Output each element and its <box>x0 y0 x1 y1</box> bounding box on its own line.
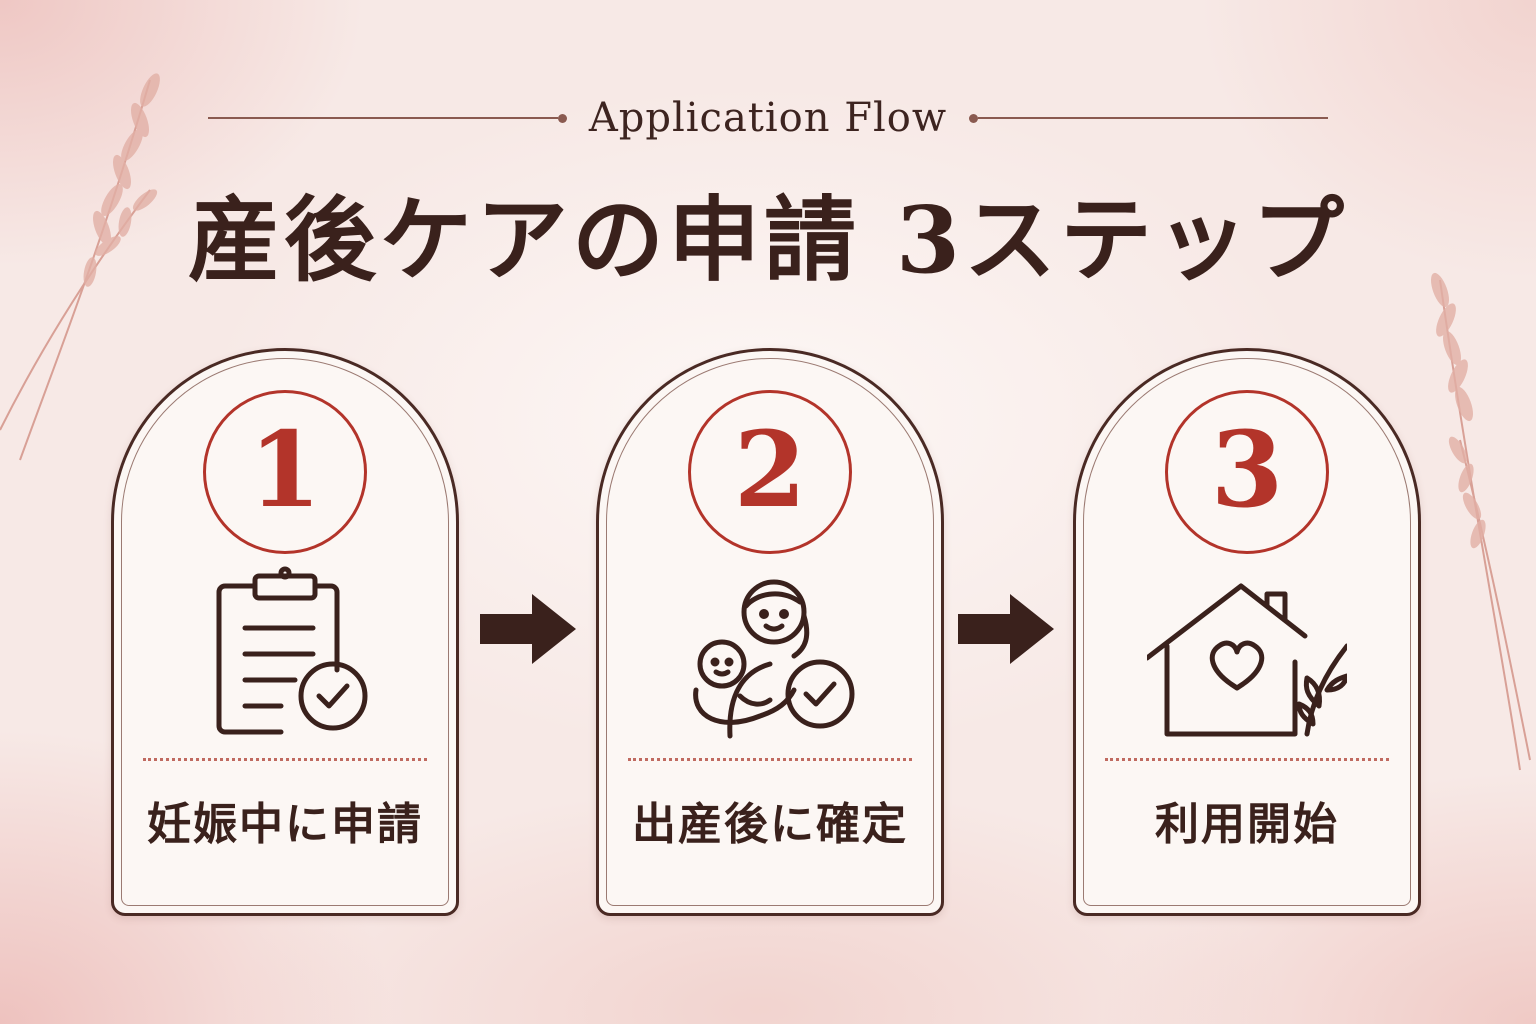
step-card-1: 1 妊娠中に申請 <box>111 348 459 916</box>
step-number-badge: 3 <box>1165 390 1329 554</box>
divider <box>143 758 427 761</box>
wheat-decoration-left-icon <box>0 73 160 461</box>
divider <box>1105 758 1389 761</box>
arrow-right-icon <box>480 594 576 664</box>
step-number-badge: 2 <box>688 390 852 554</box>
arrow-right-icon <box>958 594 1054 664</box>
page-title: 産後ケアの申請 3ステップ <box>187 186 1349 294</box>
left-rule <box>207 113 567 123</box>
divider <box>628 758 912 761</box>
step-label: 出産後に確定 <box>632 799 908 850</box>
step-label: 妊娠中に申請 <box>147 799 423 850</box>
step-number: 1 <box>248 408 322 531</box>
step-label: 利用開始 <box>1155 799 1339 850</box>
wheat-decoration-right-icon <box>1430 272 1531 771</box>
clipboard-check-icon <box>216 566 368 735</box>
step-number: 3 <box>1210 408 1284 531</box>
step-number: 2 <box>733 408 807 531</box>
step-card-3: 3 利用開始 <box>1073 348 1421 916</box>
step-number-badge: 1 <box>203 390 367 554</box>
mother-baby-check-icon <box>693 579 855 739</box>
step-card-2: 2 出産後に確定 <box>596 348 944 916</box>
right-rule <box>969 113 1329 123</box>
subtitle: Application Flow <box>588 95 948 141</box>
subtitle-row: Application Flow <box>0 88 1536 148</box>
house-heart-icon <box>1147 583 1347 737</box>
